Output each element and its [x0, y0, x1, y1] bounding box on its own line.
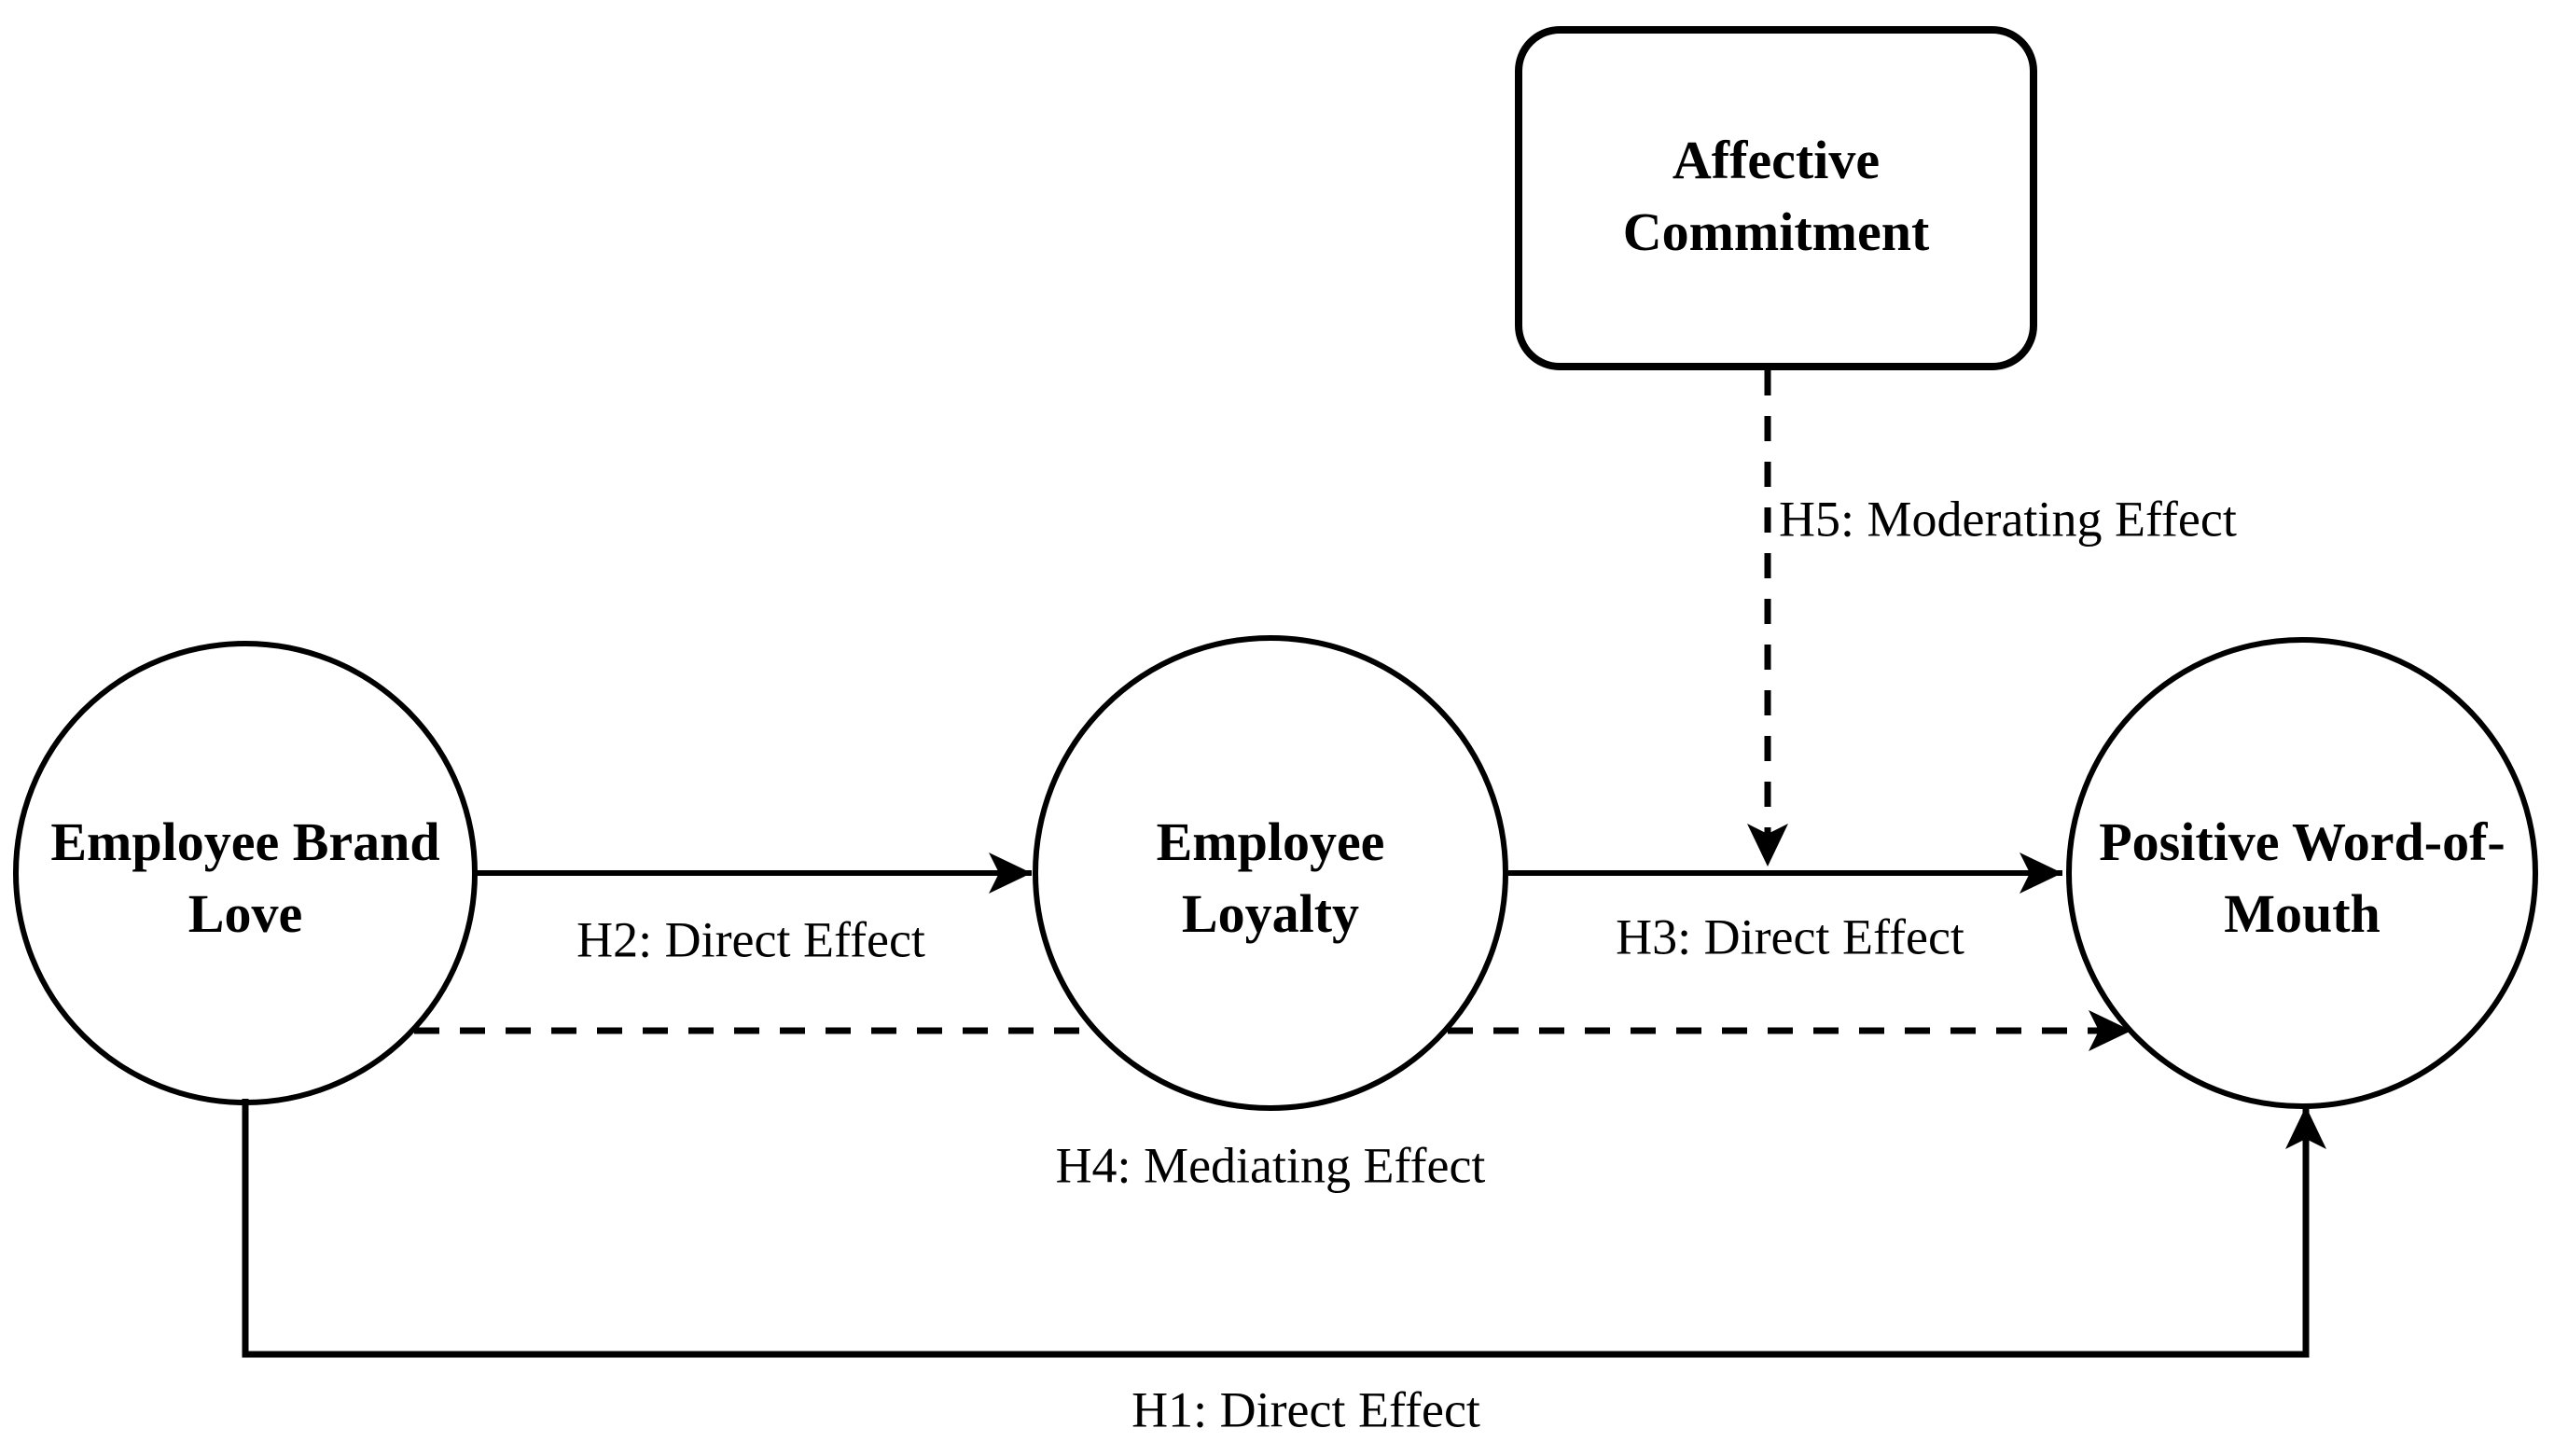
node-label-affective-commitment: Affective Commitment [1623, 124, 1930, 268]
node-label-employee-loyalty: Employee Loyalty [1157, 806, 1385, 950]
node-label-line: Affective [1672, 129, 1881, 190]
node-label-employee-brand-love: Employee Brand Love [50, 806, 439, 950]
node-label-line: Employee [1156, 811, 1385, 872]
node-label-line: Employee Brand [50, 811, 440, 872]
edge-label-h5: H5: Moderating Effect [1779, 491, 2237, 548]
edge-label-h2: H2: Direct Effect [576, 911, 925, 968]
node-label-line: Loyalty [1181, 883, 1360, 944]
node-label-positive-word-of-mouth: Positive Word-of- Mouth [2099, 806, 2505, 950]
box-affective-commitment [1515, 26, 2037, 370]
node-label-line: Love [187, 883, 303, 944]
node-label-line: Positive Word-of- [2099, 811, 2506, 872]
node-label-line: Commitment [1622, 201, 1930, 262]
edge-label-h3: H3: Direct Effect [1616, 908, 1964, 965]
edge-label-h4: H4: Mediating Effect [1055, 1137, 1486, 1194]
edge-label-h1: H1: Direct Effect [1131, 1381, 1480, 1438]
circle-employee-loyalty [1033, 635, 1508, 1111]
arrow-h1-direct-effect [242, 1099, 2326, 1358]
node-label-line: Mouth [2224, 883, 2381, 944]
